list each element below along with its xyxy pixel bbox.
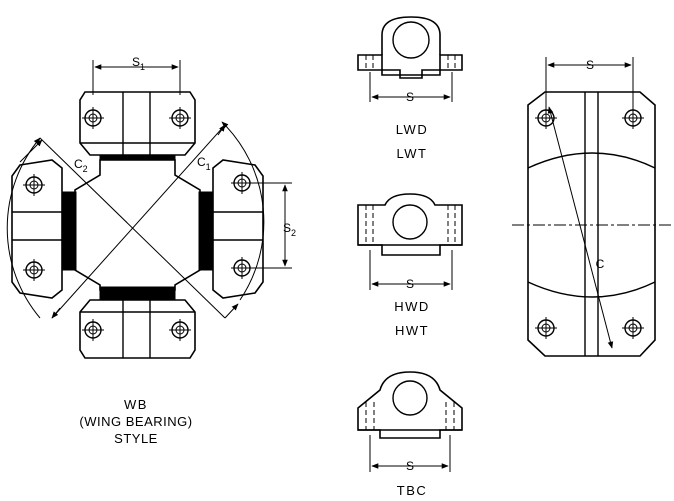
hwt-caption: HWT [395, 323, 429, 338]
wb-cross-view [6, 60, 292, 359]
hwd-bearing-view [357, 193, 463, 290]
tbc-s-label: S [406, 459, 414, 473]
yoke-c-label: C [596, 257, 605, 271]
hwd-caption: HWD [394, 299, 430, 314]
left-bearing-cap [11, 159, 63, 299]
lwd-s-label: S [406, 90, 414, 104]
lwd-bearing-view [357, 16, 463, 102]
yoke-s-label: S [586, 58, 594, 72]
top-bearing-cap [79, 91, 196, 156]
tbc-caption: TBC [397, 483, 428, 498]
lwd-caption: LWD [396, 122, 428, 137]
wb-caption-line1: WB [124, 397, 148, 412]
lwt-caption: LWT [397, 146, 428, 161]
hwd-s-label: S [406, 277, 414, 291]
c1-diagonal [51, 124, 226, 319]
right-bearing-cap [212, 159, 264, 299]
bottom-bearing-cap [79, 299, 196, 359]
c1-label: C1 [197, 155, 211, 172]
s1-label: S1 [132, 55, 145, 72]
wb-caption-line2: (WING BEARING) [79, 414, 192, 429]
s2-label: S2 [283, 221, 296, 238]
c2-label: C2 [74, 157, 88, 174]
end-yoke-view [512, 57, 672, 357]
tbc-bearing-view [357, 371, 463, 472]
wb-caption-line3: STYLE [114, 431, 158, 446]
